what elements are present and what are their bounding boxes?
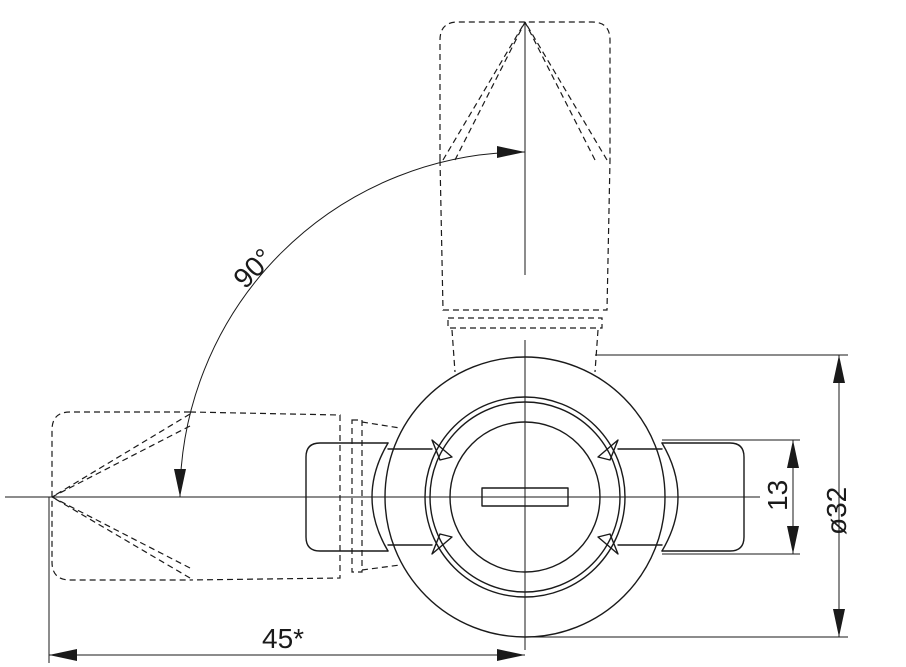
key-slot — [481, 487, 569, 507]
dimension-height: 13 — [662, 439, 800, 555]
angle-dimension-label: 90° — [227, 242, 279, 294]
upper-dashed-handle — [439, 21, 611, 373]
dimension-angle: 90° — [227, 242, 279, 294]
rotation-arc — [174, 146, 526, 498]
height-dimension-label: 13 — [762, 480, 793, 511]
width-dimension-label: 45* — [262, 623, 304, 654]
cylinder-ring — [449, 421, 601, 573]
solid-handle — [305, 439, 745, 555]
arc-arrow-left — [174, 469, 186, 497]
center-lines — [5, 22, 760, 650]
left-dashed-handle — [51, 411, 401, 581]
inner-ring — [429, 401, 621, 593]
middle-ring — [424, 396, 626, 598]
dimension-diameter: ø32 — [525, 354, 852, 638]
diameter-dimension-label: ø32 — [821, 487, 852, 535]
dimension-width: 45* — [48, 497, 525, 663]
arc-arrow-top — [497, 146, 525, 158]
